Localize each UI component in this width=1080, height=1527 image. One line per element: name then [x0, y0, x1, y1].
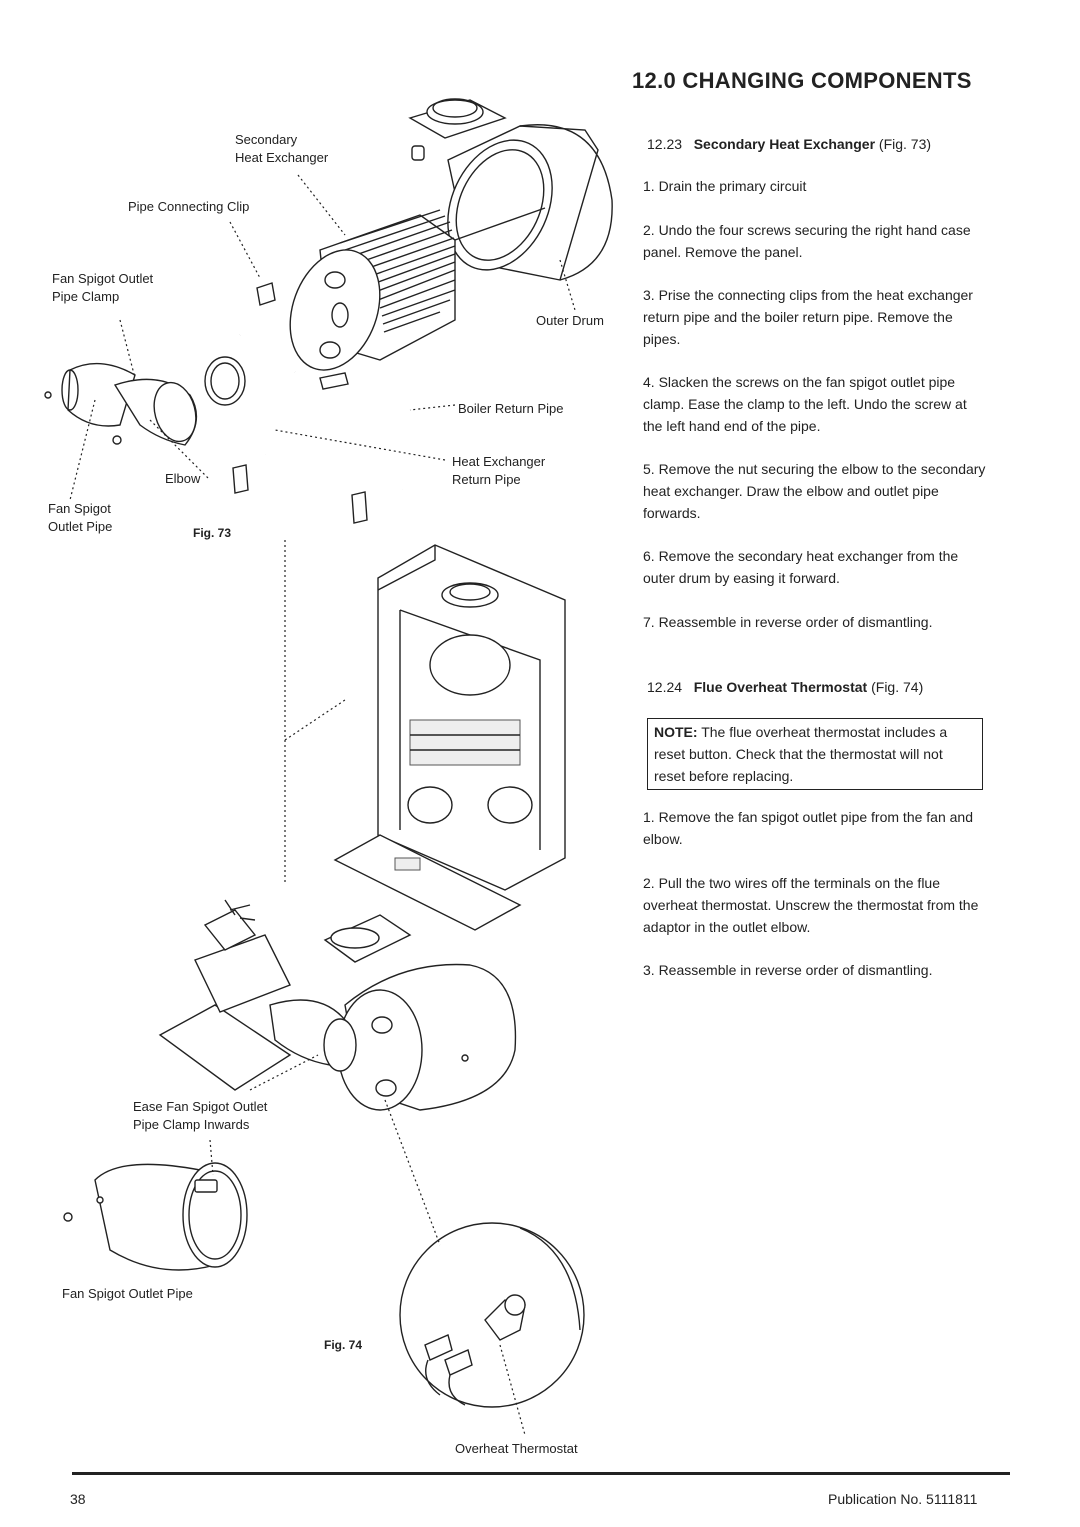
outer-drum-fig74: [323, 914, 517, 1111]
illustration-figures: [44, 98, 613, 1436]
label-fan-spigot-outlet-pipe-fig74: Fan Spigot Outlet Pipe: [62, 1286, 193, 1301]
elbow-fig74: [269, 999, 357, 1072]
note-text: The flue overheat thermostat includes a …: [654, 724, 948, 784]
page-number: 38: [70, 1491, 86, 1507]
step: 1. Remove the fan spigot outlet pipe fro…: [643, 809, 973, 847]
section-heading: Flue Overheat Thermostat: [693, 679, 868, 695]
step: 1. Drain the primary circuit: [643, 178, 807, 194]
label-elbow: Elbow: [165, 471, 201, 486]
label-line: Fan Spigot: [48, 501, 111, 516]
step: 2. Undo the four screws securing the rig…: [643, 222, 971, 260]
note-box: NOTE: The flue overheat thermostat inclu…: [647, 718, 983, 790]
fig-reference: (Fig. 74): [871, 679, 924, 695]
label-outer-drum: Outer Drum: [536, 313, 604, 328]
label-line: Pipe Clamp Inwards: [133, 1117, 250, 1132]
thermostat-detail-circle: [399, 1222, 585, 1408]
step: 7. Reassemble in reverse order of disman…: [643, 614, 933, 630]
section-number: 12.24: [647, 679, 683, 695]
label-line: Ease Fan Spigot Outlet: [133, 1099, 268, 1114]
fig-reference: (Fig. 73): [878, 136, 932, 152]
fig74-caption: Fig. 74: [324, 1338, 363, 1352]
step: 3. Prise the connecting clips from the h…: [643, 287, 973, 347]
fan-assembly: [158, 899, 292, 1091]
boiler-cabinet: [333, 544, 566, 931]
label-line: Heat Exchanger: [235, 150, 329, 165]
footer-rule: [72, 1472, 1010, 1475]
section-heading: Secondary Heat Exchanger: [693, 136, 876, 152]
pipe-clips: [232, 282, 368, 524]
fig74-drawing: [63, 899, 585, 1436]
label-line: Outlet Pipe: [48, 519, 113, 534]
return-pipes: [239, 331, 405, 491]
note-label: NOTE:: [654, 724, 698, 740]
label-secondary-heat-exchanger: Secondary Heat Exchanger: [235, 131, 328, 167]
fig73-caption: Fig. 73: [193, 526, 232, 540]
label-fan-spigot-outlet-pipe: Fan Spigot Outlet Pipe: [48, 500, 112, 536]
secondary-heat-exchanger: [289, 209, 456, 371]
fig73-drawing: [44, 98, 613, 885]
section-title: 12.0 CHANGING COMPONENTS: [632, 68, 972, 93]
label-heat-exchanger-return-pipe: Heat Exchanger Return Pipe: [452, 453, 545, 489]
section-12-23-heading: 12.23 Secondary Heat Exchanger (Fig. 73): [647, 134, 931, 154]
label-line: Heat Exchanger: [452, 454, 546, 469]
step: 2. Pull the two wires off the terminals …: [643, 875, 979, 935]
label-line: Secondary: [235, 132, 298, 147]
section-12-24-heading: 12.24 Flue Overheat Thermostat (Fig. 74): [647, 677, 923, 697]
label-pipe-connecting-clip: Pipe Connecting Clip: [128, 199, 250, 214]
fan-spigot-outlet-pipe-fig74: [63, 1162, 248, 1271]
section-number: 12.23: [647, 136, 683, 152]
label-line: Pipe Clamp: [52, 289, 120, 304]
label-overheat-thermostat: Overheat Thermostat: [455, 1441, 578, 1456]
label-boiler-return-pipe: Boiler Return Pipe: [458, 401, 564, 416]
label-line: Return Pipe: [452, 472, 521, 487]
flue-spigot: [408, 98, 507, 161]
label-line: Fan Spigot Outlet: [52, 271, 154, 286]
step: 5. Remove the nut securing the elbow to …: [643, 461, 986, 521]
step: 3. Reassemble in reverse order of disman…: [643, 962, 933, 978]
label-fan-spigot-outlet-pipe-clamp: Fan Spigot Outlet Pipe Clamp: [52, 270, 153, 306]
step: 4. Slacken the screws on the fan spigot …: [643, 374, 967, 434]
label-ease-fan-spigot-clamp: Ease Fan Spigot Outlet Pipe Clamp Inward…: [133, 1098, 267, 1134]
outer-drum: [447, 124, 613, 281]
publication-number: Publication No. 5111811: [828, 1491, 978, 1507]
fan-spigot-outlet-pipe-and-elbow: [44, 356, 246, 446]
step: 6. Remove the secondary heat exchanger f…: [643, 548, 959, 586]
